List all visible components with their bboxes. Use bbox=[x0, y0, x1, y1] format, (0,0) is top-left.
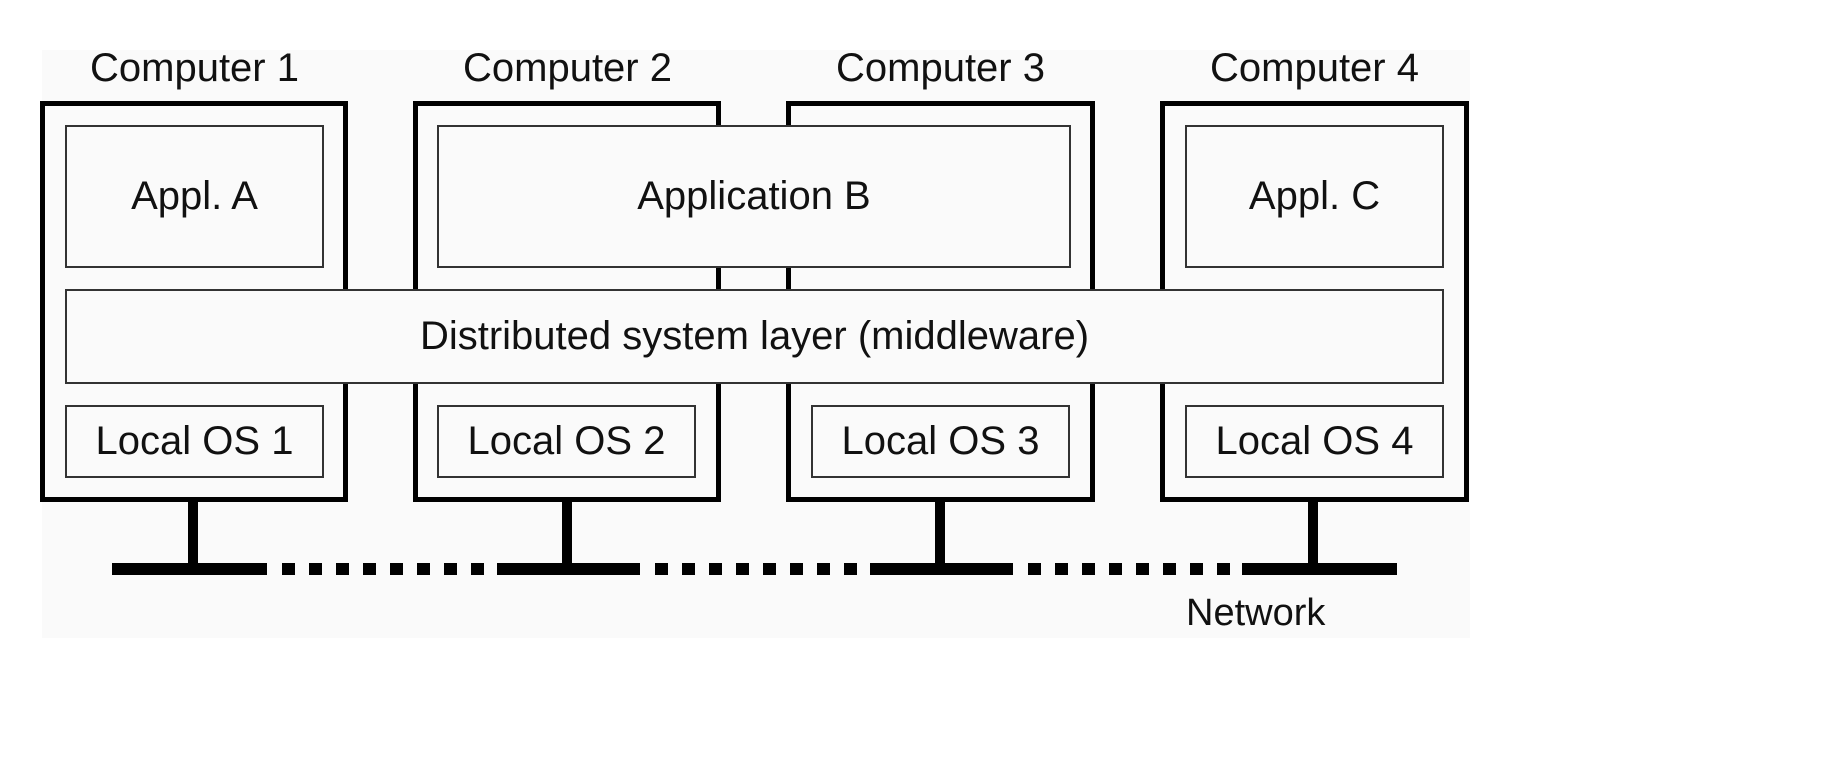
application-c-label: Appl. C bbox=[1248, 174, 1381, 218]
network-dash-2 bbox=[844, 563, 857, 575]
network-dash-2 bbox=[709, 563, 722, 575]
network-dash-3 bbox=[1136, 563, 1149, 575]
network-dash-3 bbox=[1082, 563, 1095, 575]
network-drop-1 bbox=[188, 500, 198, 570]
local-os-1-box: Local OS 1 bbox=[65, 405, 324, 478]
application-c-box: Appl. C bbox=[1185, 125, 1444, 268]
network-dash-2 bbox=[790, 563, 803, 575]
application-b-box: Application B bbox=[437, 125, 1071, 268]
network-dash-2 bbox=[763, 563, 776, 575]
local-os-3-box: Local OS 3 bbox=[811, 405, 1070, 478]
network-drop-2 bbox=[562, 500, 572, 570]
network-dash-1 bbox=[309, 563, 322, 575]
middleware-label: Distributed system layer (middleware) bbox=[419, 314, 1090, 358]
network-dash-1 bbox=[336, 563, 349, 575]
network-dash-3 bbox=[1028, 563, 1041, 575]
network-segment-2 bbox=[497, 563, 640, 575]
network-dash-1 bbox=[282, 563, 295, 575]
middleware-layer-box: Distributed system layer (middleware) bbox=[65, 289, 1444, 384]
local-os-2-label: Local OS 2 bbox=[467, 419, 666, 463]
network-dash-2 bbox=[817, 563, 830, 575]
local-os-4-label: Local OS 4 bbox=[1215, 419, 1414, 463]
network-dash-2 bbox=[655, 563, 668, 575]
network-dash-1 bbox=[390, 563, 403, 575]
local-os-1-label: Local OS 1 bbox=[95, 419, 294, 463]
network-drop-3 bbox=[935, 500, 945, 570]
application-b-label: Application B bbox=[637, 174, 871, 218]
computer-3-label: Computer 3 bbox=[836, 46, 1045, 90]
network-label: Network bbox=[1186, 592, 1326, 634]
application-a-box: Appl. A bbox=[65, 125, 324, 268]
network-dash-2 bbox=[736, 563, 749, 575]
local-os-4-box: Local OS 4 bbox=[1185, 405, 1444, 478]
local-os-3-label: Local OS 3 bbox=[841, 419, 1040, 463]
network-dash-1 bbox=[444, 563, 457, 575]
network-segment-4 bbox=[1242, 563, 1397, 575]
computer-2-label: Computer 2 bbox=[463, 46, 672, 90]
network-drop-4 bbox=[1308, 500, 1318, 570]
computer-4-label: Computer 4 bbox=[1210, 46, 1419, 90]
network-dash-3 bbox=[1190, 563, 1203, 575]
network-segment-3 bbox=[870, 563, 1013, 575]
application-a-label: Appl. A bbox=[131, 174, 258, 218]
computer-1-label: Computer 1 bbox=[90, 46, 299, 90]
network-dash-3 bbox=[1109, 563, 1122, 575]
network-dash-1 bbox=[417, 563, 430, 575]
network-dash-1 bbox=[471, 563, 484, 575]
network-dash-3 bbox=[1163, 563, 1176, 575]
network-dash-3 bbox=[1055, 563, 1068, 575]
network-dash-2 bbox=[682, 563, 695, 575]
local-os-2-box: Local OS 2 bbox=[437, 405, 696, 478]
network-segment-1 bbox=[112, 563, 267, 575]
network-dash-3 bbox=[1217, 563, 1230, 575]
network-dash-1 bbox=[363, 563, 376, 575]
